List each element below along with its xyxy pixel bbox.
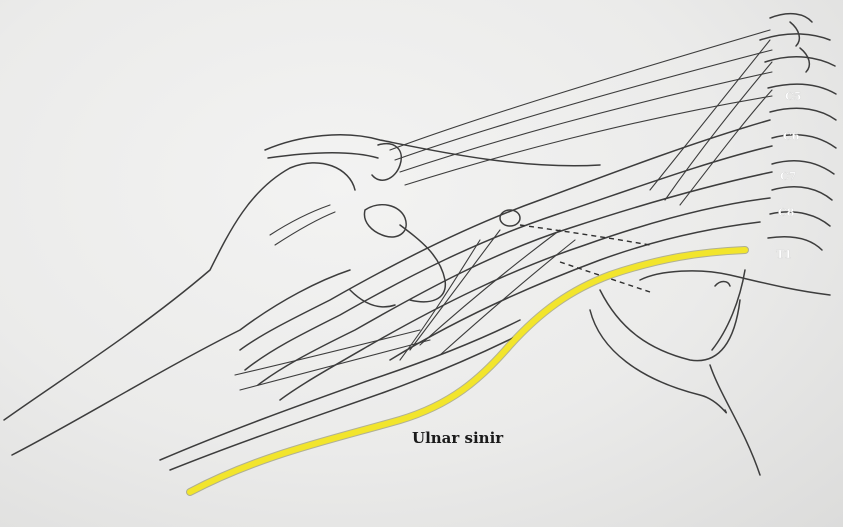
root-label-c6: C6: [783, 130, 800, 143]
root-labels: C5 C6 C7 C8 T1: [776, 90, 801, 261]
root-label-t1: T1: [776, 248, 792, 261]
root-label-c7: C7: [780, 170, 796, 183]
root-label-c5: C5: [785, 90, 801, 103]
ulnar-nerve-label: Ulnar sinir: [412, 429, 504, 447]
tendon-ring: [500, 210, 520, 226]
first-rib: [590, 270, 830, 475]
clavicle: [265, 135, 600, 180]
humerus: [4, 163, 355, 455]
ulnar-nerve: [190, 250, 745, 492]
coracoid-process: [350, 205, 445, 307]
root-label-c8: C8: [778, 206, 795, 219]
neck-muscles: [390, 30, 772, 205]
